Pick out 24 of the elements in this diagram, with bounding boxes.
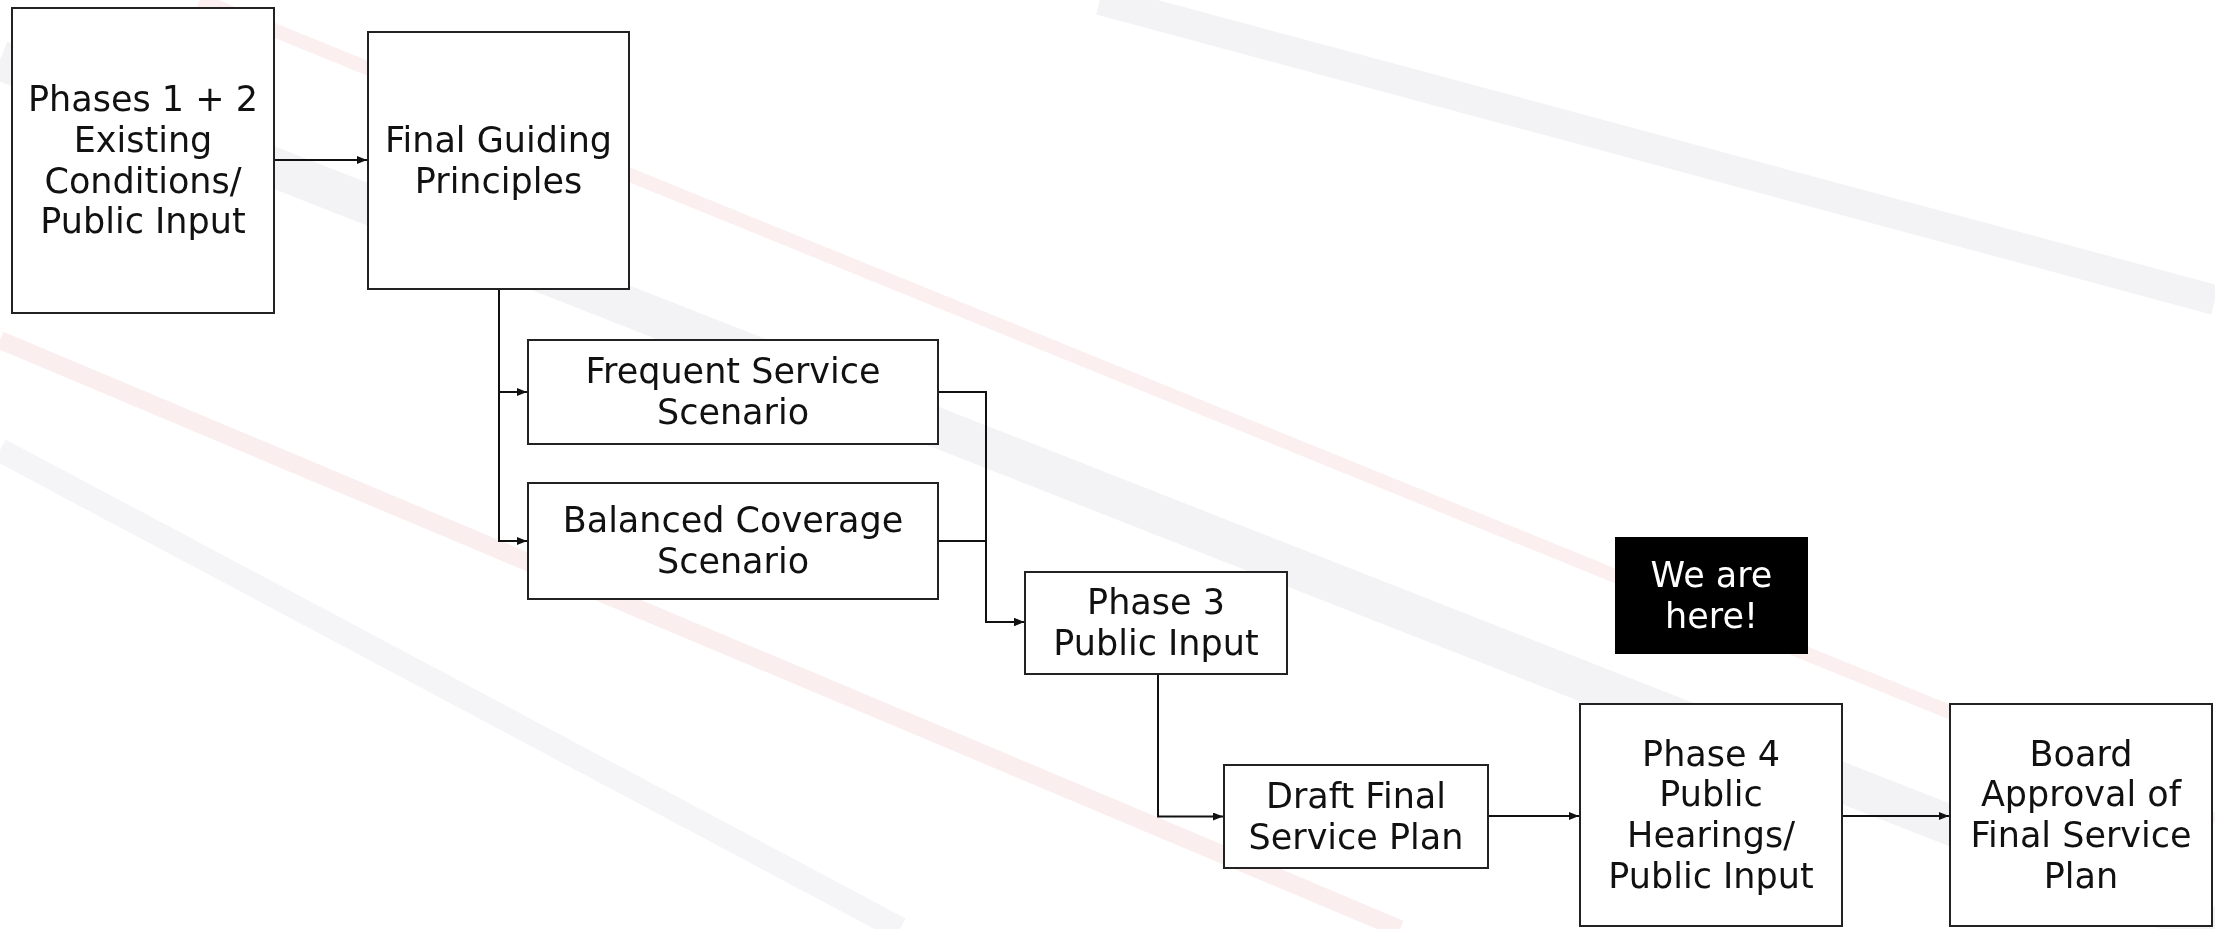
box-label: Balanced Coverage Scenario (561, 500, 905, 582)
arrow (1842, 812, 1950, 820)
box-label: We are here! (1649, 554, 1774, 637)
process-box (367, 31, 630, 290)
status-badge (1615, 537, 1808, 654)
box-label: Phases 1 + 2 Existing Conditions/ Public Input (27, 79, 259, 242)
arrow (1488, 812, 1580, 820)
arrow (938, 540, 1025, 626)
process-box (1024, 571, 1288, 675)
arrow (274, 156, 368, 164)
box-label: Phase 3 Public Input (1052, 582, 1260, 664)
arrow (1157, 674, 1224, 821)
process-box (527, 482, 939, 600)
box-label: Final Guiding Principles (383, 119, 614, 202)
box-label: Draft Final Service Plan (1247, 775, 1465, 858)
process-box (11, 7, 275, 314)
arrow (498, 289, 528, 545)
process-box (1579, 703, 1843, 927)
process-box (1223, 764, 1489, 869)
process-box (1949, 703, 2213, 927)
box-label: Frequent Service Scenario (584, 351, 882, 433)
box-label: Board Approval of Final Service Plan (1969, 733, 2193, 897)
box-label: Phase 4 Public Hearings/ Public Input (1607, 733, 1815, 897)
process-box (527, 339, 939, 445)
